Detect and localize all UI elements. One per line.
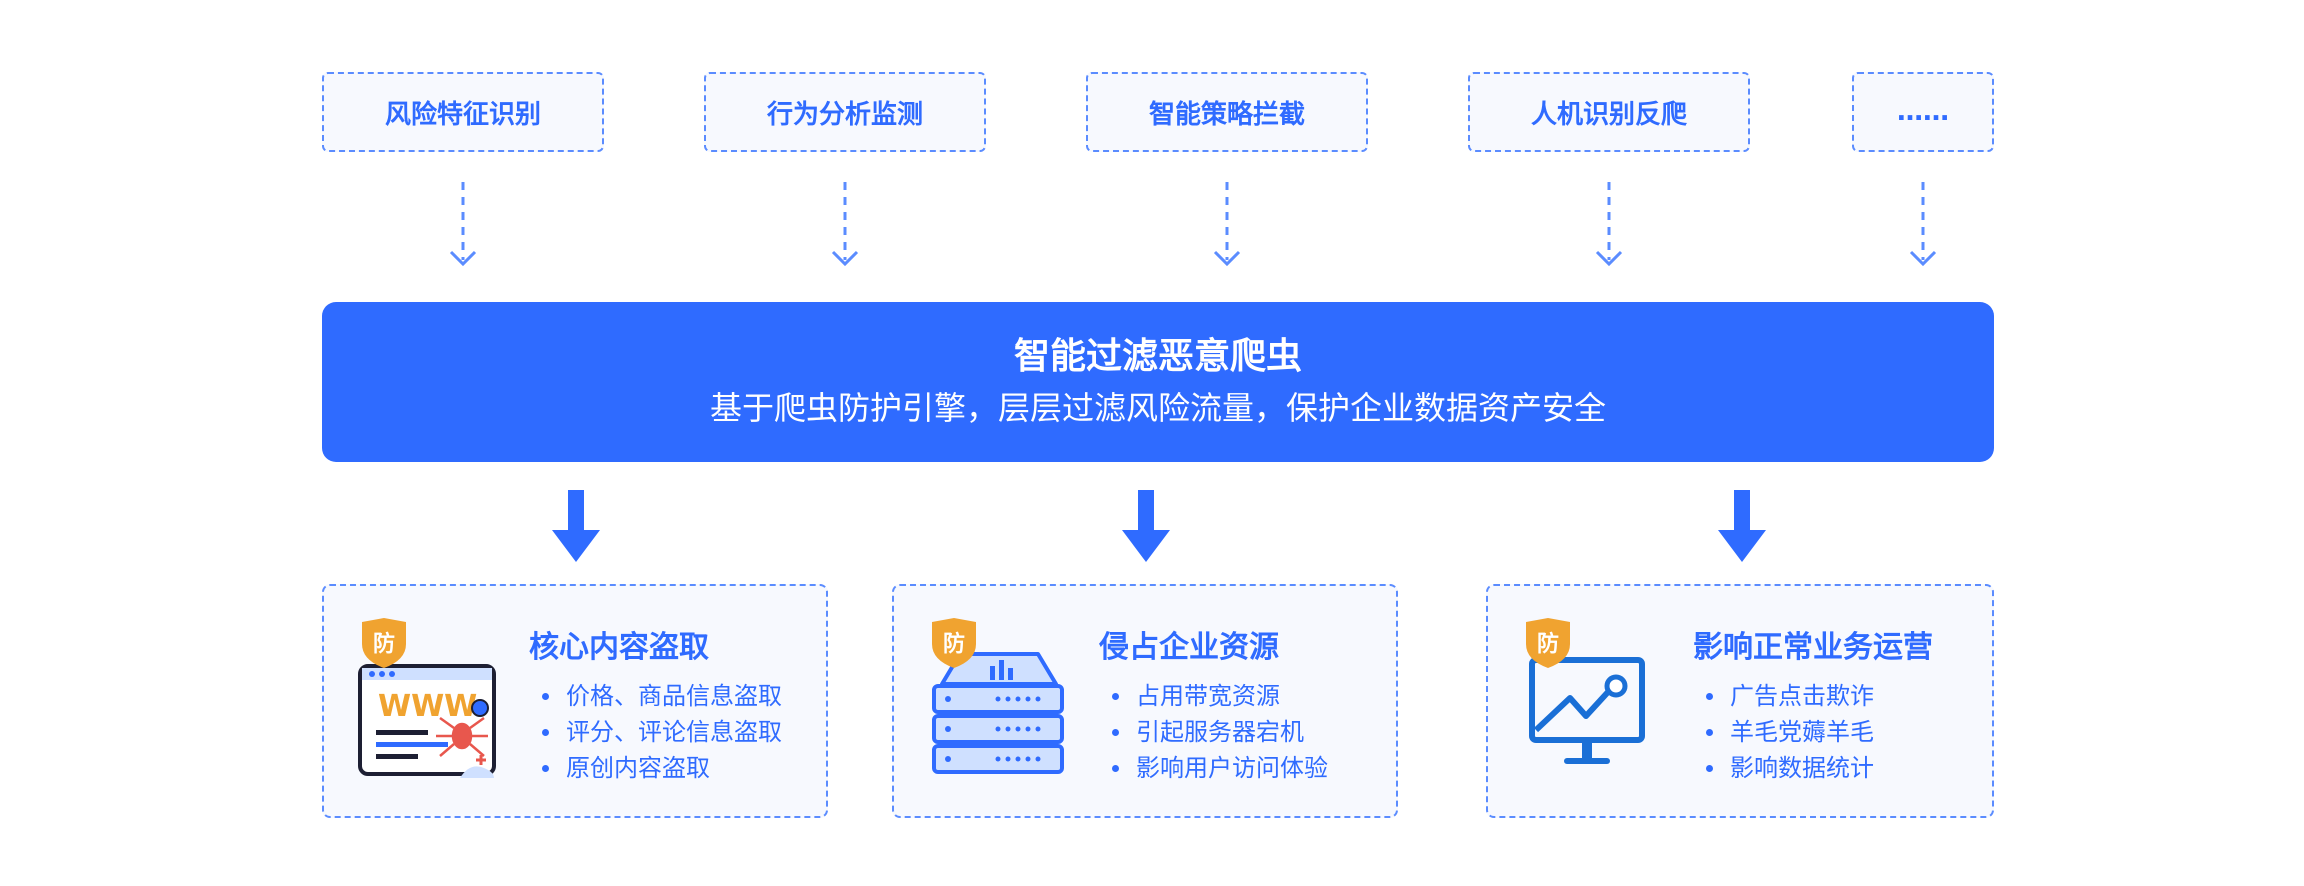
feature-label: 人机识别反爬	[1530, 99, 1687, 130]
list-item: 评分、评论信息盗取	[542, 714, 782, 750]
list-item: 价格、商品信息盗取	[542, 678, 782, 714]
banner-title: 智能过滤恶意爬虫	[1013, 336, 1302, 377]
solid-arrow-down-icon	[1718, 490, 1766, 562]
dashed-arrow-down-icon	[1595, 182, 1623, 267]
dashed-arrow-down-icon	[1909, 182, 1937, 267]
badge-text: 防	[373, 632, 395, 657]
list-item: 影响数据统计	[1706, 750, 1874, 786]
feature-box-bot-detection: 人机识别反爬	[1468, 72, 1750, 152]
impact-title: 影响正常业务运营	[1693, 630, 1933, 665]
impact-list: 占用带宽资源 引起服务器宕机 影响用户访问体验	[1112, 678, 1328, 786]
list-item: 占用带宽资源	[1112, 678, 1328, 714]
list-item: 广告点击欺诈	[1706, 678, 1874, 714]
feature-box-risk-identification: 风险特征识别	[322, 72, 604, 152]
feature-label: 风险特征识别	[384, 99, 541, 130]
feature-label: ……	[1897, 97, 1949, 127]
impact-box-content-theft: WWW 防 核心内容盗取 价格、商品信息盗取 评分、评论信息盗取 原创内容盗取	[322, 584, 828, 818]
list-item: 引起服务器宕机	[1112, 714, 1328, 750]
server-icon: 防	[928, 618, 1078, 778]
impact-list: 价格、商品信息盗取 评分、评论信息盗取 原创内容盗取	[542, 678, 782, 786]
solid-arrow-down-icon	[552, 490, 600, 562]
feature-label: 智能策略拦截	[1148, 99, 1305, 130]
impact-title: 侵占企业资源	[1099, 630, 1279, 665]
list-item: 羊毛党薅羊毛	[1706, 714, 1874, 750]
feature-box-more: ……	[1852, 72, 1994, 152]
list-item: 影响用户访问体验	[1112, 750, 1328, 786]
dashed-arrow-down-icon	[449, 182, 477, 267]
impact-box-resource-occupation: 防 侵占企业资源 占用带宽资源 引起服务器宕机 影响用户访问体验	[892, 584, 1398, 818]
impact-title: 核心内容盗取	[529, 630, 709, 665]
list-item: 原创内容盗取	[542, 750, 782, 786]
impact-box-business-disruption: 防 影响正常业务运营 广告点击欺诈 羊毛党薅羊毛 影响数据统计	[1486, 584, 1994, 818]
dashed-arrow-down-icon	[1213, 182, 1241, 267]
web-spider-icon: WWW 防	[358, 618, 508, 778]
monitor-chart-icon: 防	[1522, 618, 1672, 778]
dashed-arrow-down-icon	[831, 182, 859, 267]
svg-text:WWW: WWW	[378, 689, 477, 724]
feature-label: 行为分析监测	[766, 99, 923, 130]
banner-subtitle: 基于爬虫防护引擎，层层过滤风险流量，保护企业数据资产安全	[709, 389, 1606, 427]
feature-box-strategy-interception: 智能策略拦截	[1086, 72, 1368, 152]
feature-box-behavior-analysis: 行为分析监测	[704, 72, 986, 152]
impact-list: 广告点击欺诈 羊毛党薅羊毛 影响数据统计	[1706, 678, 1874, 786]
filter-banner: 智能过滤恶意爬虫 基于爬虫防护引擎，层层过滤风险流量，保护企业数据资产安全	[322, 302, 1994, 462]
solid-arrow-down-icon	[1122, 490, 1170, 562]
badge-text: 防	[943, 632, 965, 657]
badge-text: 防	[1537, 632, 1559, 657]
